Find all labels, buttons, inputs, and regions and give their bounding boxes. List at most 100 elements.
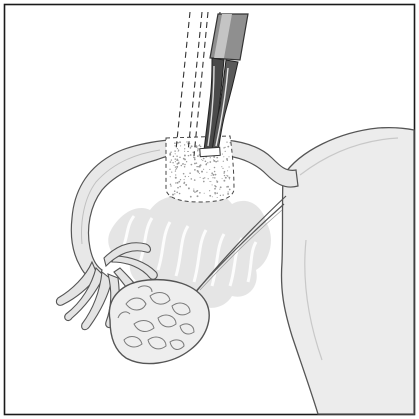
stipple-dot — [194, 169, 196, 171]
stipple-dot — [228, 166, 229, 167]
stipple-dot — [215, 161, 216, 162]
stipple-dot — [221, 166, 222, 167]
stipple-dot — [178, 181, 180, 183]
stipple-dot — [169, 196, 171, 198]
stipple-dot — [225, 177, 227, 179]
stipple-dot — [174, 190, 176, 192]
stipple-dot — [184, 144, 185, 145]
stipple-dot — [170, 185, 171, 186]
stipple-dot — [184, 158, 186, 160]
stipple-dot — [227, 193, 229, 195]
stipple-dot — [180, 179, 181, 180]
stipple-dot — [179, 141, 181, 143]
stipple-dot — [173, 156, 175, 158]
stipple-dot — [186, 141, 187, 142]
stipple-dot — [184, 166, 186, 168]
stipple-dot — [172, 162, 173, 163]
stipple-dot — [188, 155, 190, 157]
stipple-dot — [190, 196, 192, 198]
stipple-dot — [212, 196, 213, 197]
stipple-dot — [174, 145, 175, 146]
stipple-dot — [219, 189, 220, 190]
stipple-dot — [185, 184, 187, 186]
stipple-dot — [172, 194, 174, 196]
stipple-dot — [208, 178, 209, 179]
stipple-dot — [171, 171, 172, 172]
stipple-dot — [224, 175, 225, 176]
stipple-dot — [223, 161, 224, 162]
stipple-dot — [170, 161, 172, 163]
stipple-dot — [200, 177, 201, 178]
stipple-dot — [183, 173, 185, 175]
stipple-dot — [196, 166, 197, 167]
stipple-dot — [185, 176, 186, 177]
stipple-dot — [178, 162, 179, 163]
stipple-dot — [176, 191, 178, 193]
stipple-dot — [199, 192, 201, 194]
stipple-dot — [179, 186, 181, 188]
stipple-dot — [184, 164, 186, 166]
stipple-dot — [209, 195, 211, 197]
stipple-dot — [201, 171, 203, 173]
stipple-dot — [198, 166, 199, 167]
stipple-dot — [227, 191, 228, 192]
stipple-dot — [214, 177, 216, 179]
stipple-dot — [174, 150, 175, 151]
stipple-dot — [212, 184, 213, 185]
stipple-dot — [175, 177, 177, 179]
stipple-dot — [188, 187, 190, 189]
stipple-dot — [216, 157, 218, 159]
stipple-dot — [207, 162, 208, 163]
stipple-dot — [175, 170, 176, 171]
stipple-dot — [176, 166, 178, 168]
stipple-dot — [203, 181, 205, 183]
stipple-dot — [170, 152, 171, 153]
stipple-dot — [175, 161, 176, 162]
stipple-dot — [227, 146, 229, 148]
stipple-dot — [181, 165, 183, 167]
stipple-dot — [210, 157, 211, 158]
stipple-dot — [214, 167, 216, 169]
stipple-dot — [215, 186, 217, 188]
stipple-dot — [180, 145, 181, 146]
stipple-dot — [175, 153, 176, 154]
stipple-dot — [204, 177, 205, 178]
stipple-dot — [209, 169, 210, 170]
stipple-dot — [222, 178, 223, 179]
stipple-dot — [209, 190, 210, 191]
stipple-dot — [174, 165, 175, 166]
stipple-dot — [214, 171, 216, 173]
stipple-dot — [212, 177, 213, 178]
stipple-dot — [217, 160, 218, 161]
stipple-dot — [177, 182, 179, 184]
stipple-dot — [228, 177, 230, 179]
stipple-dot — [227, 186, 229, 188]
stipple-dot — [193, 190, 195, 192]
stipple-dot — [175, 158, 176, 159]
stipple-dot — [193, 156, 195, 158]
stipple-dot — [228, 156, 229, 157]
stipple-dot — [211, 175, 212, 176]
stipple-dot — [190, 147, 192, 149]
stipple-dot — [186, 161, 187, 162]
stipple-dot — [209, 161, 211, 163]
stipple-dot — [174, 142, 176, 144]
stipple-dot — [170, 184, 171, 185]
stipple-dot — [184, 179, 185, 180]
stipple-dot — [198, 145, 199, 146]
stipple-dot — [225, 151, 226, 152]
stipple-dot — [229, 189, 231, 191]
stipple-dot — [211, 172, 213, 174]
stipple-dot — [220, 195, 221, 196]
stipple-dot — [204, 193, 205, 194]
stipple-dot — [227, 170, 228, 171]
stipple-dot — [199, 173, 200, 174]
stipple-dot — [217, 197, 218, 198]
stipple-dot — [194, 179, 196, 181]
stipple-dot — [206, 172, 207, 173]
stipple-dot — [175, 169, 176, 170]
stipple-dot — [196, 162, 198, 164]
stipple-dot — [197, 190, 198, 191]
stipple-dot — [216, 181, 218, 183]
